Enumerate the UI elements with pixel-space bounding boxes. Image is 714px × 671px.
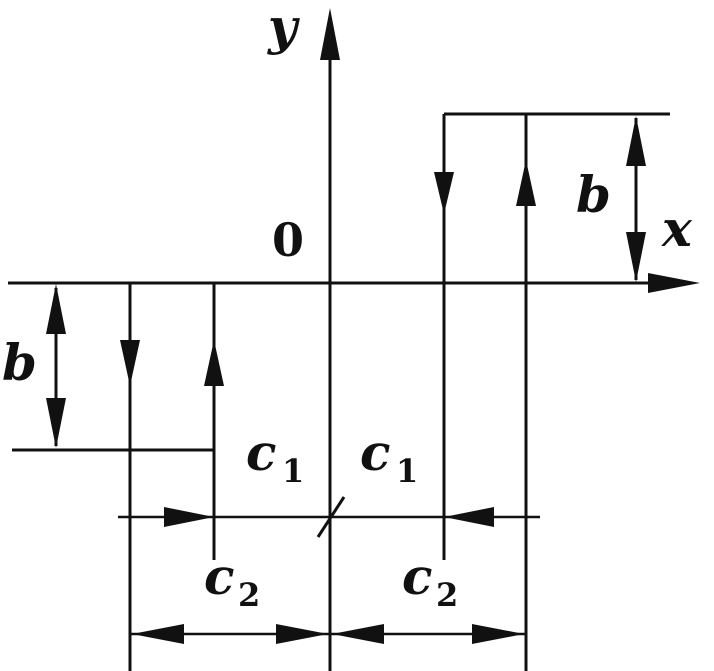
c1-left-label: c bbox=[246, 423, 276, 482]
x-axis-arrow bbox=[648, 273, 700, 293]
c2-arrow-far-left bbox=[132, 624, 184, 644]
c1-right-subscript: 1 bbox=[396, 452, 418, 490]
b-right-label: b bbox=[576, 165, 611, 224]
c2-left-subscript: 2 bbox=[238, 576, 260, 614]
c1-left-subscript: 1 bbox=[282, 452, 304, 490]
origin-label: 0 bbox=[272, 213, 304, 267]
c1-arrow-right bbox=[444, 507, 494, 527]
b-left-label: b bbox=[2, 333, 37, 392]
c2-left-label: c bbox=[204, 547, 234, 606]
b-left-arrow-bottom bbox=[46, 398, 66, 448]
c1-right-label: c bbox=[360, 423, 390, 482]
c2-arrow-center-right bbox=[332, 624, 384, 644]
c2-right-subscript: 2 bbox=[436, 576, 458, 614]
c2-arrow-center-left bbox=[276, 624, 328, 644]
right-up-arrow bbox=[516, 160, 536, 206]
right-down-arrow bbox=[434, 172, 454, 214]
b-left-arrow-top bbox=[46, 284, 66, 334]
c1-arrow-left bbox=[164, 507, 214, 527]
x-axis-label: x bbox=[661, 199, 693, 258]
b-right-arrow-top bbox=[626, 116, 646, 166]
y-axis-arrow bbox=[320, 8, 340, 60]
left-down-arrow bbox=[120, 340, 140, 386]
c2-arrow-far-right bbox=[472, 624, 524, 644]
origin-tick bbox=[316, 496, 346, 538]
c2-right-label: c bbox=[402, 547, 432, 606]
left-up-arrow bbox=[204, 340, 224, 386]
b-right-arrow-bottom bbox=[626, 232, 646, 282]
y-axis-label: y bbox=[267, 0, 300, 56]
